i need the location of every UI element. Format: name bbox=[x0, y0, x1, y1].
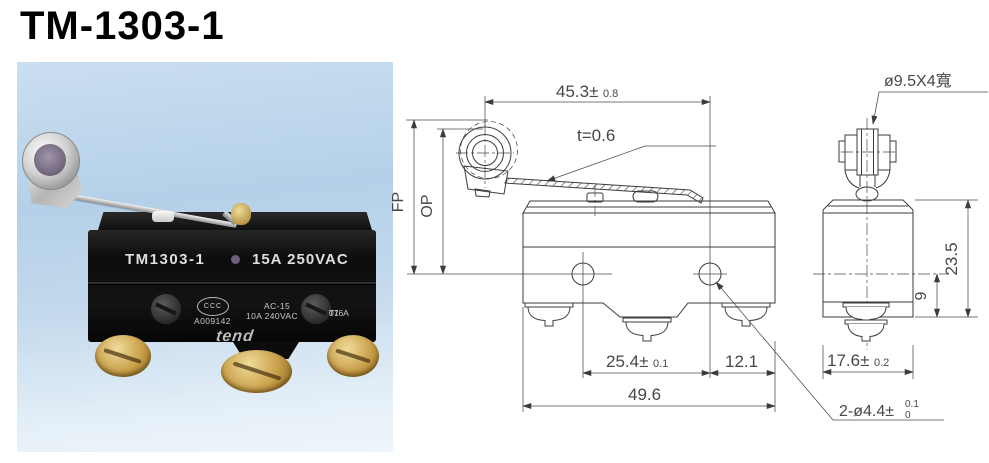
spec-class: AC-15 bbox=[264, 301, 291, 311]
dim-lever-length-tol: 0.8 bbox=[603, 88, 618, 100]
fork-plate-right bbox=[877, 134, 891, 171]
fork-bottom-left bbox=[844, 169, 860, 189]
dim-fp-label: FP bbox=[390, 192, 407, 212]
terminal-flange bbox=[721, 302, 771, 308]
mounting-screw-right bbox=[301, 294, 331, 324]
lever-bracket-tab bbox=[474, 188, 491, 198]
roller-free-position-dashed bbox=[460, 121, 518, 179]
leader-thickness bbox=[546, 145, 716, 182]
spec-rating: 10A 240VAC bbox=[246, 311, 299, 321]
front-terminals bbox=[524, 302, 771, 342]
terminal-flange bbox=[622, 317, 672, 323]
terminal-flange bbox=[844, 319, 888, 325]
dim-body-depth: 17.6± bbox=[827, 351, 869, 370]
hole-callout: 2-ø4.4± bbox=[839, 403, 894, 420]
switch-rating-label: 15A 250VAC bbox=[252, 251, 349, 268]
side-cap bbox=[822, 199, 914, 211]
type-code-top: T1 bbox=[329, 308, 339, 318]
dim-hole-offset: 12.1 bbox=[725, 352, 758, 371]
leader-roller bbox=[871, 91, 880, 125]
switch-body bbox=[88, 230, 376, 342]
mounting-screw-left bbox=[151, 294, 181, 324]
plunger-button bbox=[152, 211, 174, 222]
terminal-screw bbox=[625, 321, 669, 342]
fork-plate-left bbox=[844, 134, 858, 171]
lever-bracket bbox=[463, 165, 509, 195]
dim-lever-length: 45.3± bbox=[556, 82, 598, 101]
dim-terminal-depth: 9 bbox=[913, 291, 930, 300]
page-title: TM-1303-1 bbox=[20, 4, 225, 48]
dim-hole-spacing: 25.4± bbox=[606, 352, 648, 371]
pivot-pin bbox=[855, 186, 879, 202]
fork-tab-left bbox=[838, 140, 846, 163]
terminal-screw bbox=[724, 306, 768, 327]
body-outline bbox=[522, 213, 776, 318]
roller-callout: ø9.5X4寬 bbox=[884, 72, 952, 90]
terminal-left bbox=[95, 335, 151, 377]
dim-body-depth-tol: 0.2 bbox=[874, 357, 889, 369]
dim-lever-thickness: t=0.6 bbox=[577, 126, 615, 145]
dim-body-width: 49.6 bbox=[628, 385, 661, 404]
hinge-pin bbox=[231, 203, 251, 225]
side-view: ø9.5X4寬 23.5 9 17.6± 0.2 bbox=[813, 72, 988, 379]
dim-body-height: 23.5 bbox=[942, 242, 961, 275]
switch-model-label: TM1303-1 bbox=[125, 251, 206, 268]
switch-indicator-dot bbox=[231, 255, 240, 264]
roller-face bbox=[34, 144, 66, 176]
top-boss bbox=[632, 190, 659, 203]
terminal-screw bbox=[847, 323, 885, 342]
product-photo: TM1303-1 15A 250VAC CCC A009142 AC-15 10… bbox=[17, 62, 393, 452]
type-code-bottom: 076A bbox=[329, 308, 349, 318]
ccc-cert-logo: CCC bbox=[197, 297, 229, 316]
terminal-flange bbox=[524, 302, 574, 308]
leader-hole-callout bbox=[715, 281, 834, 421]
switch-groove bbox=[88, 282, 376, 285]
front-view: 45.3± 0.8 FP OP t=0.6 25.4± 0.1 12.1 49.… bbox=[390, 82, 944, 421]
hole-callout-tol-lower: 0 bbox=[905, 410, 911, 421]
terminal-flange bbox=[842, 302, 890, 308]
terminal-middle bbox=[221, 350, 292, 393]
hole-callout-tol-upper: 0.1 bbox=[905, 399, 919, 410]
side-body bbox=[822, 210, 914, 318]
side-terminals bbox=[842, 302, 890, 342]
terminal-screw bbox=[527, 306, 571, 327]
fork-bottom-right bbox=[875, 169, 891, 189]
dim-op-label: OP bbox=[419, 194, 436, 217]
terminal-right bbox=[327, 335, 379, 377]
dim-hole-spacing-tol: 0.1 bbox=[653, 358, 668, 370]
fork-tab-right bbox=[889, 140, 897, 163]
cert-number: A009142 bbox=[194, 316, 231, 326]
lever-arm-section bbox=[504, 177, 704, 204]
